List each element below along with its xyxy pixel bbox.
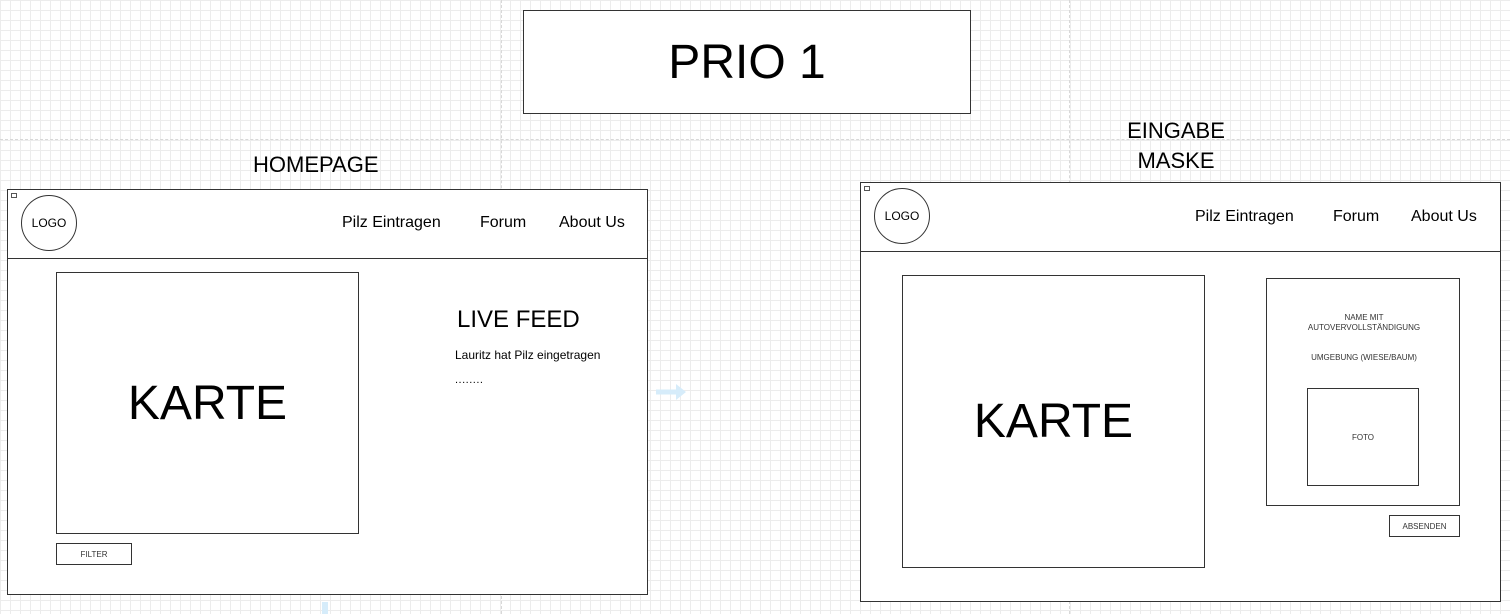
window-collapse-icon[interactable] xyxy=(864,186,870,191)
map-label: KARTE xyxy=(973,395,1134,448)
map-placeholder[interactable]: KARTE xyxy=(902,275,1205,568)
filter-button[interactable]: FILTER xyxy=(56,543,132,565)
connector-stub xyxy=(322,602,328,614)
nav-about-us[interactable]: About Us xyxy=(559,214,625,231)
homepage-wireframe: LOGO Pilz Eintragen Forum About Us KARTE… xyxy=(7,189,648,595)
homepage-label: HOMEPAGE xyxy=(253,152,379,177)
eingabe-header: LOGO Pilz Eintragen Forum About Us xyxy=(861,183,1500,252)
arrow-right-icon xyxy=(656,384,686,400)
eingabe-wireframe: LOGO Pilz Eintragen Forum About Us KARTE… xyxy=(860,182,1501,602)
window-collapse-icon[interactable] xyxy=(11,193,17,198)
eingabe-label: EINGABE MASKE xyxy=(1096,116,1256,176)
photo-label: FOTO xyxy=(1351,432,1375,442)
name-autocomplete-field[interactable]: NAME MIT AUTOVERVOLLSTÄNDIGUNG xyxy=(1307,313,1421,332)
prio-title: PRIO 1 xyxy=(668,35,826,89)
live-feed-more: ........ xyxy=(455,374,484,386)
nav-about-us[interactable]: About Us xyxy=(1411,208,1477,225)
prio-title-box: PRIO 1 xyxy=(523,10,971,114)
map-placeholder[interactable]: KARTE xyxy=(56,272,359,534)
entry-form-panel: NAME MIT AUTOVERVOLLSTÄNDIGUNG UMGEBUNG … xyxy=(1266,278,1460,506)
logo[interactable]: LOGO xyxy=(21,195,77,251)
logo[interactable]: LOGO xyxy=(874,188,930,244)
live-feed-title: LIVE FEED xyxy=(457,306,580,333)
live-feed-entry: Lauritz hat Pilz eingetragen xyxy=(455,348,601,362)
guide-line-horizontal xyxy=(0,139,1510,140)
environment-field[interactable]: UMGEBUNG (WIESE/BAUM) xyxy=(1311,353,1417,362)
eingabe-label-line1: EINGABE xyxy=(1127,118,1225,143)
nav-forum[interactable]: Forum xyxy=(1333,208,1380,225)
nav-pilz-eintragen[interactable]: Pilz Eintragen xyxy=(1195,208,1294,225)
photo-upload[interactable]: FOTO xyxy=(1307,388,1419,486)
submit-button[interactable]: ABSENDEN xyxy=(1389,515,1460,537)
eingabe-label-line2: MASKE xyxy=(1137,148,1215,173)
map-label: KARTE xyxy=(127,376,288,430)
nav-pilz-eintragen[interactable]: Pilz Eintragen xyxy=(342,214,441,231)
nav-forum[interactable]: Forum xyxy=(480,214,527,231)
homepage-header: LOGO Pilz Eintragen Forum About Us xyxy=(8,190,647,259)
